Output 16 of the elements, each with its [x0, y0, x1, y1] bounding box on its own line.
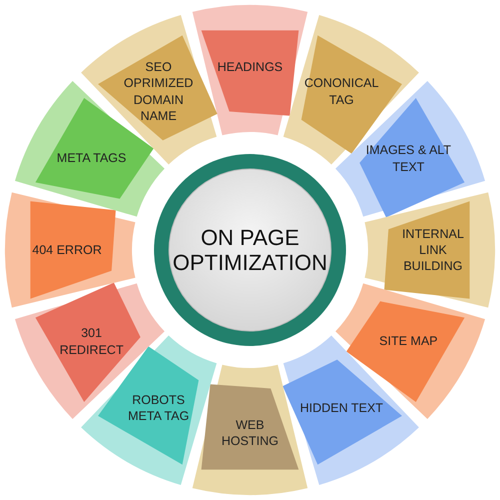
segment-label: IMAGES & ALT TEXT — [365, 142, 452, 175]
segment-label: META TAGS — [56, 150, 126, 167]
segment-label: 404 ERROR — [32, 242, 102, 258]
segment-label: INTERNAL LINK BUILDING — [401, 226, 465, 274]
segment — [5, 192, 136, 308]
segment-label: SEO OPRIMIZED DOMAIN NAME — [122, 59, 194, 124]
segment-label: CONONICAL TAG — [303, 75, 380, 108]
segment-label: 301 REDIRECT — [58, 325, 124, 358]
segment-label: HIDDEN TEXT — [300, 400, 384, 417]
segment-label: SITE MAP — [379, 333, 438, 350]
segment — [364, 192, 495, 308]
center-title: ON PAGE OPTIMIZATION — [172, 224, 328, 276]
segment-label: HEADINGS — [217, 58, 283, 76]
segment-label: ROBOTS META TAG — [126, 392, 190, 425]
center-circle — [154, 154, 346, 346]
segment-label: WEB HOSTING — [220, 416, 280, 450]
